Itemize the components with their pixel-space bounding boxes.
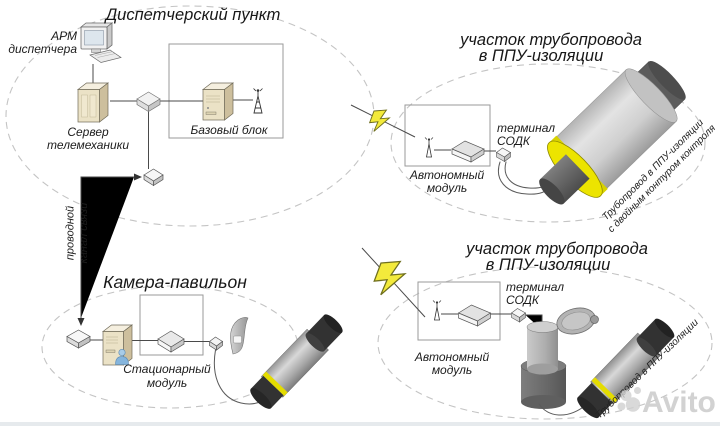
pipe-top-zone-ellipse <box>390 63 706 223</box>
sodk-terminal-top-icon <box>495 147 512 163</box>
arrow-down-icon <box>77 318 85 326</box>
wired-channel-label-line2: канал связи <box>78 203 90 264</box>
pavilion-pipe-icon <box>250 314 343 409</box>
stationary-module-label-line2: модуль <box>147 376 187 390</box>
terminal-top-label-line2: СОДК <box>497 134 531 148</box>
arrow-right-icon <box>134 173 142 181</box>
autonomous-module-bottom-label-line2: модуль <box>432 363 472 377</box>
pavilion-module-box <box>139 294 204 356</box>
lightning-bolt-bottom-icon <box>373 260 407 296</box>
watermark-logo-icon <box>617 387 641 412</box>
pipe-top-title-line1: участок трубопровода <box>459 31 642 49</box>
pavilion-computer-icon <box>101 324 134 366</box>
module-antenna-top-icon <box>424 137 434 158</box>
base-antenna-icon <box>253 88 263 114</box>
operator-icon <box>115 348 129 365</box>
insulated-pipe-top-icon <box>539 60 686 205</box>
pipe-bottom-zone-ellipse <box>377 266 713 420</box>
cable-connector-icon <box>208 336 224 351</box>
network-hub-icon <box>136 91 161 113</box>
autonomous-module-box-bottom <box>417 281 501 341</box>
workstation-icon <box>79 22 122 63</box>
lightning-bolt-top-icon <box>368 109 391 132</box>
server-label-line1: Сервер <box>67 125 109 139</box>
workstation-label-line1: АРМ <box>50 29 77 43</box>
pipe-bottom-title-line1: участок трубопровода <box>465 240 648 258</box>
pipe-bottom-title-line2: в ППУ-изоляции <box>486 256 611 274</box>
stationary-modem-icon <box>157 330 185 353</box>
telemetry-server-icon <box>76 82 110 123</box>
base-unit-label: Базовый блок <box>190 123 268 137</box>
watermark-text: Avito <box>642 386 716 419</box>
autonomous-module-top-label-line2: модуль <box>427 181 467 195</box>
base-unit-box <box>168 43 284 139</box>
workstation-label-line2: диспетчера <box>8 42 77 56</box>
radio-link-bottom <box>361 247 426 318</box>
terminal-bottom-label-line2: СОДК <box>506 293 540 307</box>
autonomous-module-bottom-icon <box>457 304 492 327</box>
stationary-module-label-line1: Стационарный <box>123 362 211 376</box>
server-label-line2: телемеханики <box>47 138 129 152</box>
terminal-bottom-label-line1: терминал <box>506 280 564 294</box>
wired-channel-line <box>77 173 142 326</box>
wired-channel-label-line1: проводной <box>65 206 77 260</box>
autonomous-module-box-top <box>404 104 491 167</box>
wired-modem-bottom-icon <box>66 329 91 349</box>
bottom-strip <box>0 422 720 426</box>
wired-modem-top-icon <box>143 168 164 187</box>
sodk-terminal-bottom-icon <box>510 308 527 323</box>
inspection-well-icon <box>520 321 567 409</box>
dispatcher-title: Диспетчерский пункт <box>104 6 281 24</box>
radio-link-top <box>350 104 416 138</box>
autonomous-module-bottom-label-line1: Автономный <box>414 350 490 364</box>
module-antenna-bottom-icon <box>432 300 442 321</box>
insulated-pipe-bottom-icon <box>577 318 675 419</box>
pavilion-title: Камера-павильон <box>103 272 247 292</box>
base-unit-server-icon <box>201 82 235 121</box>
autonomous-module-top-label-line1: Автономный <box>409 168 485 182</box>
well-lid-icon <box>556 307 599 335</box>
well-pipe-wire <box>538 403 587 416</box>
pipe-top-title-line2: в ППУ-изоляции <box>479 47 604 65</box>
autonomous-module-top-icon <box>451 140 485 163</box>
cable-shield-icon <box>230 317 249 355</box>
terminal-top-label-line1: терминал <box>497 121 555 135</box>
